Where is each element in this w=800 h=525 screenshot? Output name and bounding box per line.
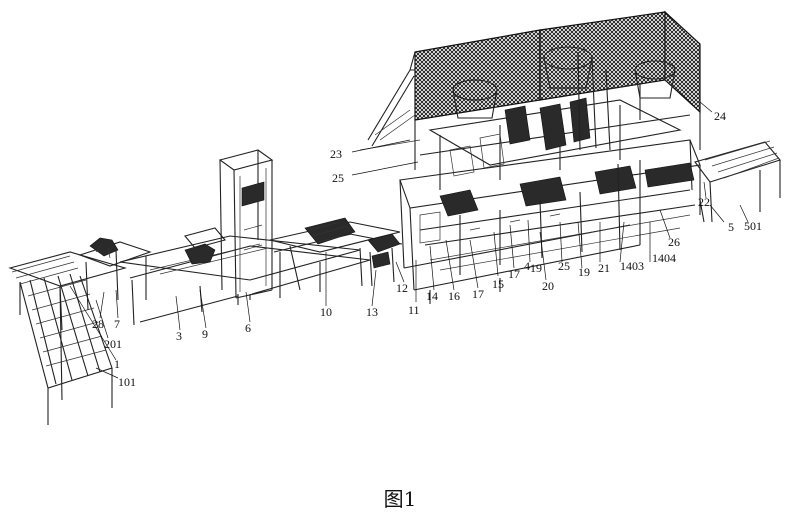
inlet-roller-conveyor <box>8 251 128 425</box>
label-19: 19 <box>578 265 590 279</box>
label-1: 1 <box>114 357 120 371</box>
label-201: 201 <box>104 337 122 351</box>
leader-lines <box>69 101 749 379</box>
station-28 <box>78 237 152 311</box>
label-7: 7 <box>114 317 120 331</box>
label-13: 13 <box>366 305 378 319</box>
label-4: 4 <box>524 259 530 273</box>
figure-caption: 图1 <box>383 487 417 511</box>
label-23: 23 <box>330 147 342 161</box>
label-22: 22 <box>698 195 710 209</box>
callout-labels: 23 25 24 22 5 501 26 1404 1403 21 19 25 … <box>92 109 762 389</box>
base-frame-3 <box>119 227 371 326</box>
label-19: 19 <box>530 261 542 275</box>
label-14: 14 <box>426 289 438 303</box>
label-10: 10 <box>320 305 332 319</box>
outlet-roller-conveyor <box>694 140 781 223</box>
label-12: 12 <box>396 281 408 295</box>
label-11: 11 <box>408 303 420 317</box>
main-machine-base <box>399 139 701 304</box>
label-6: 6 <box>245 321 251 335</box>
production-line-drawing: 23 25 24 22 5 501 26 1404 1403 21 19 25 … <box>8 10 781 425</box>
label-28: 28 <box>92 317 104 331</box>
label-5: 5 <box>728 220 734 234</box>
label-1403: 1403 <box>620 259 644 273</box>
conveyor-10 <box>269 217 403 298</box>
label-25: 25 <box>558 259 570 273</box>
label-9: 9 <box>202 327 208 341</box>
main-enclosure <box>359 10 701 190</box>
label-26: 26 <box>668 235 680 249</box>
label-501: 501 <box>744 219 762 233</box>
label-17: 17 <box>472 287 484 301</box>
label-17: 17 <box>508 267 520 281</box>
label-21: 21 <box>598 261 610 275</box>
label-101: 101 <box>118 375 136 389</box>
lift-column-6 <box>218 149 274 299</box>
label-25: 25 <box>332 171 344 185</box>
label-24: 24 <box>714 109 726 123</box>
label-1404: 1404 <box>652 251 676 265</box>
label-3: 3 <box>176 329 182 343</box>
station-12-13 <box>367 233 401 287</box>
label-16: 16 <box>448 289 460 303</box>
label-15: 15 <box>492 277 504 291</box>
label-20: 20 <box>542 279 554 293</box>
